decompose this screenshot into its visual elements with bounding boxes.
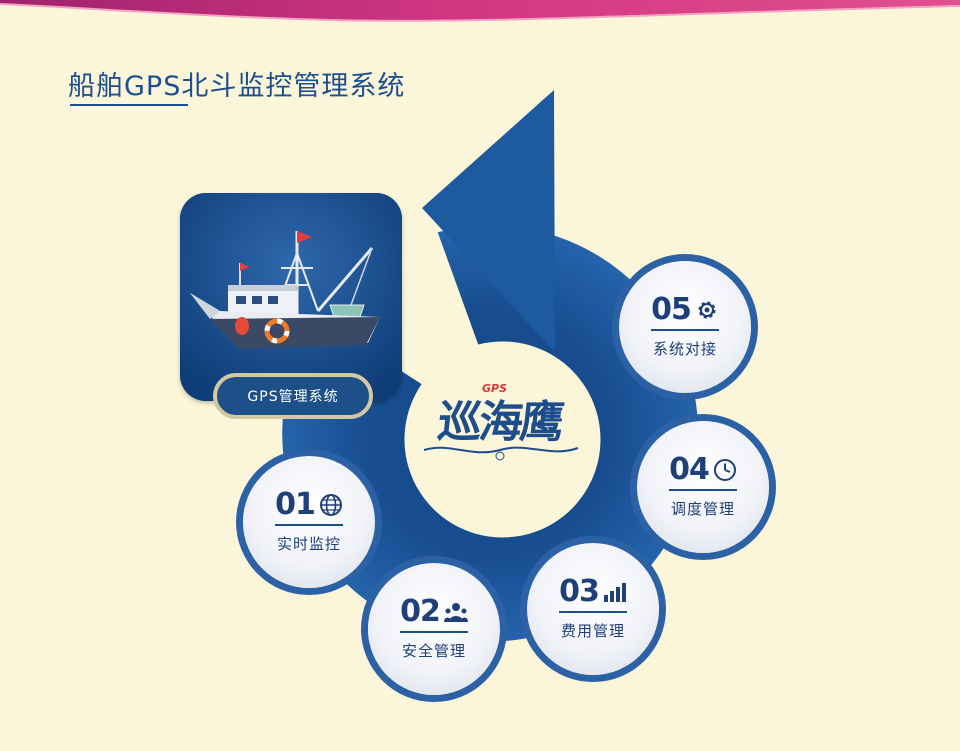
step-number: 02 [400, 594, 441, 629]
top-decorative-band [0, 0, 960, 22]
logo-wave-icon [423, 446, 579, 461]
step-label: 系统对接 [652, 340, 717, 358]
gps-app-tile[interactable] [180, 193, 402, 401]
step-label: 安全管理 [401, 642, 466, 660]
step-system-integration[interactable]: 05 系统对接 [619, 261, 751, 393]
page-title: 船舶GPS北斗监控管理系统 [68, 71, 406, 102]
user-group-icon [443, 603, 468, 622]
gps-app-label[interactable]: GPS管理系统 [213, 373, 373, 419]
bar-chart-icon [603, 583, 626, 602]
step-label: 实时监控 [276, 535, 341, 553]
clock-icon [713, 459, 736, 481]
step-label: 调度管理 [670, 500, 735, 518]
fishing-boat-icon [180, 193, 402, 401]
step-cost-management[interactable]: 03 费用管理 [527, 543, 659, 675]
step-safety-management[interactable]: 02 安全管理 [368, 563, 500, 695]
gear-icon [698, 301, 716, 319]
step-number: 03 [559, 574, 600, 609]
step-number: 05 [651, 292, 692, 327]
brand-logo: 巡海鹰 GPS [410, 376, 590, 464]
step-realtime-monitoring[interactable]: 01 实时监控 [243, 456, 375, 588]
brand-logo-badge: GPS [482, 382, 508, 395]
step-dispatch-management[interactable]: 04 调度管理 [637, 421, 769, 553]
step-number: 04 [669, 452, 710, 487]
title-underline [70, 104, 188, 106]
step-label: 费用管理 [560, 622, 625, 640]
step-number: 01 [275, 487, 316, 522]
globe-icon [319, 494, 342, 516]
